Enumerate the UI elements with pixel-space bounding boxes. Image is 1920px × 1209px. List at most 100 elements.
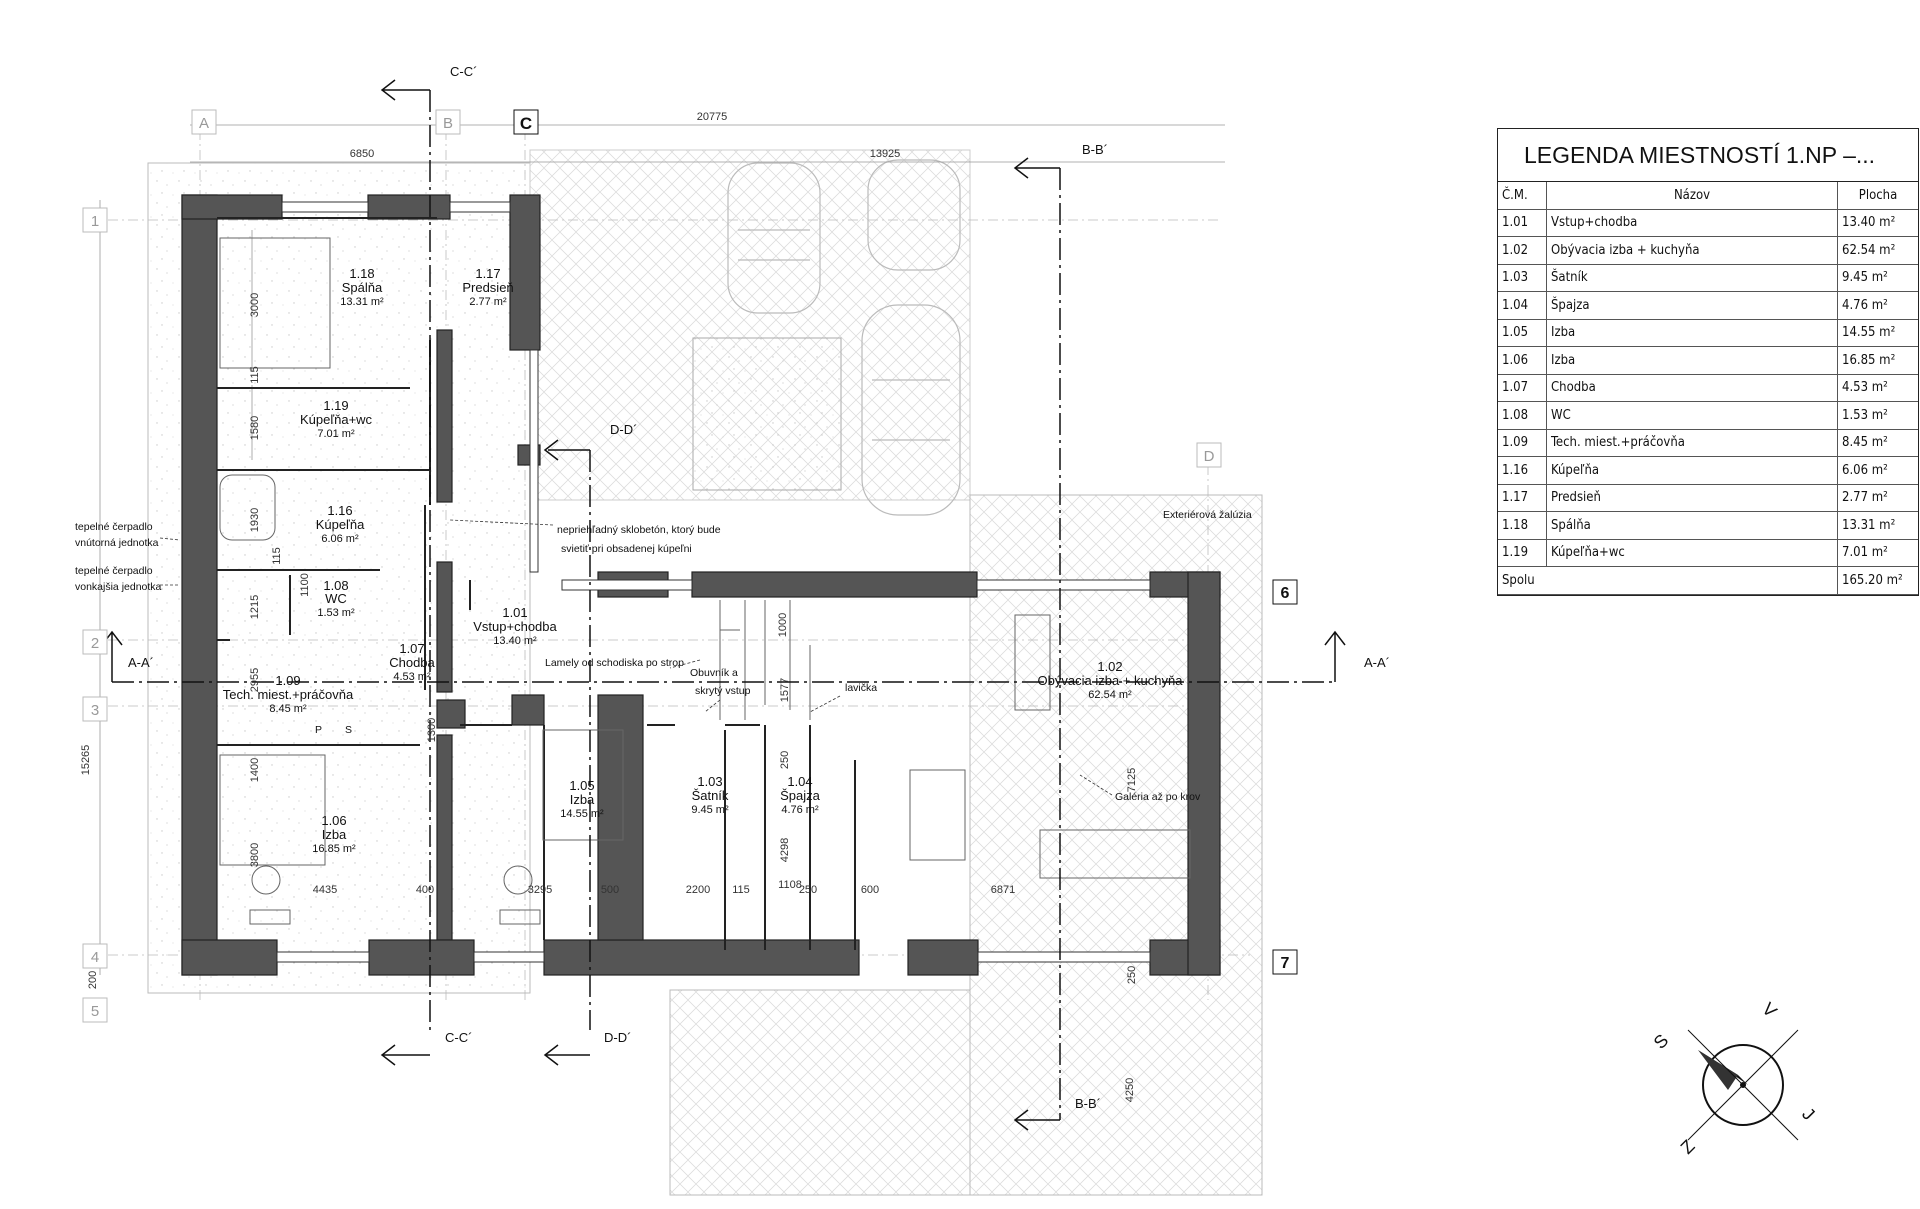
- room-1-18-id: 1.18: [349, 266, 374, 281]
- annotation-galeria: Galéria až po krov: [1115, 791, 1201, 803]
- legend-cell-area: 8.45 m²: [1837, 429, 1918, 457]
- dim-2955: 2955: [249, 668, 261, 692]
- dim-3000: 3000: [249, 293, 261, 317]
- room-1-09-area: 8.45 m²: [269, 703, 307, 715]
- legend-title: LEGENDA MIESTNOSTÍ 1.NP –...: [1498, 129, 1918, 182]
- room-1-05-area: 14.55 m²: [560, 808, 604, 820]
- grid-labels: A B C D 1 2 3 4 5 6 7: [91, 114, 1290, 1020]
- room-1-06: 1.06 Izba 16.85 m²: [312, 813, 356, 855]
- room-1-19-name: Kúpeľňa+wc: [300, 412, 373, 427]
- legend-cell-name: Tech. miest.+práčovňa: [1546, 429, 1838, 457]
- room-1-18-name: Spálňa: [342, 280, 383, 295]
- dim-115b: 115: [271, 547, 283, 565]
- legend-total-label: Spolu: [1498, 566, 1838, 595]
- dim-4250: 4250: [1124, 1078, 1136, 1102]
- dim-200: 200: [87, 971, 99, 989]
- dimension-texts: 20775 6850 13925 15265 3000 115 1580 193…: [80, 111, 1138, 1102]
- room-1-19-id: 1.19: [323, 398, 348, 413]
- room-1-02-area: 62.54 m²: [1088, 689, 1132, 701]
- legend-cell-no: 1.02: [1498, 236, 1547, 265]
- room-1-19: 1.19 Kúpeľňa+wc 7.01 m²: [300, 398, 373, 440]
- dim-1400: 1400: [249, 758, 261, 782]
- legend-cell-name: Spálňa: [1546, 511, 1838, 540]
- room-1-08-name: WC: [325, 591, 347, 606]
- compass-label-s: S: [1650, 1030, 1673, 1053]
- dimension-lines: [99, 124, 1225, 975]
- section-label-bb-bottom: B-B´: [1075, 1096, 1101, 1111]
- legend-cell-area: 9.45 m²: [1837, 264, 1918, 292]
- compass: S V J Z: [1650, 999, 1819, 1158]
- legend-cell-area: 7.01 m²: [1837, 539, 1918, 567]
- room-1-05: 1.05 Izba 14.55 m²: [560, 778, 604, 820]
- dim-400: 400: [416, 884, 434, 896]
- grid-label-a: A: [199, 115, 209, 132]
- legend-cell-area: 4.76 m²: [1837, 291, 1918, 320]
- room-1-17-id: 1.17: [475, 266, 500, 281]
- annotation-lavicka: lavička: [845, 682, 877, 694]
- annotation-lamely: Lamely od schodiska po strop: [545, 657, 684, 669]
- room-1-16-id: 1.16: [327, 503, 352, 518]
- section-label-dd-bottom: D-D´: [604, 1030, 631, 1045]
- grid-label-b: B: [443, 115, 453, 132]
- grid-label-2: 2: [91, 635, 99, 652]
- room-1-03: 1.03 Šatník 9.45 m²: [691, 774, 729, 816]
- dim-1000: 1000: [777, 613, 789, 637]
- legend-cell-no: 1.07: [1498, 374, 1547, 402]
- room-1-05-name: Izba: [570, 792, 595, 807]
- section-label-cc-top: C-C´: [450, 64, 477, 79]
- room-1-06-id: 1.06: [321, 813, 346, 828]
- legend-cell-no: 1.16: [1498, 456, 1547, 485]
- dim-3295: 3295: [528, 884, 552, 896]
- dim-500: 500: [601, 884, 619, 896]
- legend-cell-area: 4.53 m²: [1837, 374, 1918, 402]
- dim-1577: 1577: [779, 678, 791, 702]
- legend-cell-no: 1.06: [1498, 346, 1547, 375]
- dim-6850: 6850: [350, 148, 374, 160]
- legend-cell-area: 6.06 m²: [1837, 456, 1918, 485]
- room-1-05-id: 1.05: [569, 778, 594, 793]
- legend-cell-no: 1.05: [1498, 319, 1547, 347]
- legend-cell-area: 1.53 m²: [1837, 401, 1918, 430]
- grid-markers: [82, 109, 1298, 1023]
- annotation-obuvnik-1: Obuvník a: [690, 667, 738, 679]
- room-1-06-name: Izba: [322, 827, 347, 842]
- room-1-09-name: Tech. miest.+práčovňa: [223, 687, 354, 702]
- grid-label-6: 6: [1281, 585, 1290, 602]
- annotation-glass-block-1: nepriehľadný sklobetón, ktorý bude: [557, 524, 721, 536]
- dim-1215: 1215: [249, 595, 261, 619]
- compass-label-z: Z: [1677, 1136, 1699, 1158]
- room-1-01-id: 1.01: [502, 605, 527, 620]
- room-1-09-id: 1.09: [275, 673, 300, 688]
- legend-cell-name: Šatník: [1546, 264, 1838, 292]
- room-1-18: 1.18 Spálňa 13.31 m²: [340, 266, 384, 308]
- annotation-glass-block-2: svietiť pri obsadenej kúpeľni: [561, 543, 692, 555]
- room-1-08-area: 1.53 m²: [317, 607, 355, 619]
- grid-label-7: 7: [1281, 955, 1290, 972]
- compass-label-v: V: [1758, 999, 1781, 1022]
- dim-1300: 1300: [426, 718, 438, 742]
- room-1-04-name: Špajza: [780, 788, 821, 803]
- dim-3800: 3800: [249, 843, 261, 867]
- legend-cell-name: Obývacia izba + kuchyňa: [1546, 236, 1838, 265]
- legend-cell-no: 1.03: [1498, 264, 1547, 292]
- room-1-04-area: 4.76 m²: [781, 804, 819, 816]
- room-1-17: 1.17 Predsieň 2.77 m²: [462, 266, 513, 308]
- section-labels: C-C´ C-C´ B-B´ B-B´ A-A´ A-A´ D-D´ D-D´: [128, 64, 1390, 1111]
- room-1-16-area: 6.06 m²: [321, 533, 359, 545]
- room-1-02: 1.02 Obývacia izba + kuchyňa 62.54 m²: [1038, 659, 1184, 701]
- room-1-08: 1.08 WC 1.53 m²: [317, 578, 355, 619]
- room-1-19-area: 7.01 m²: [317, 428, 355, 440]
- room-1-17-area: 2.77 m²: [469, 296, 507, 308]
- section-label-bb-top: B-B´: [1082, 142, 1108, 157]
- grid-label-5: 5: [91, 1003, 99, 1020]
- dim-1108: 1108: [778, 879, 802, 891]
